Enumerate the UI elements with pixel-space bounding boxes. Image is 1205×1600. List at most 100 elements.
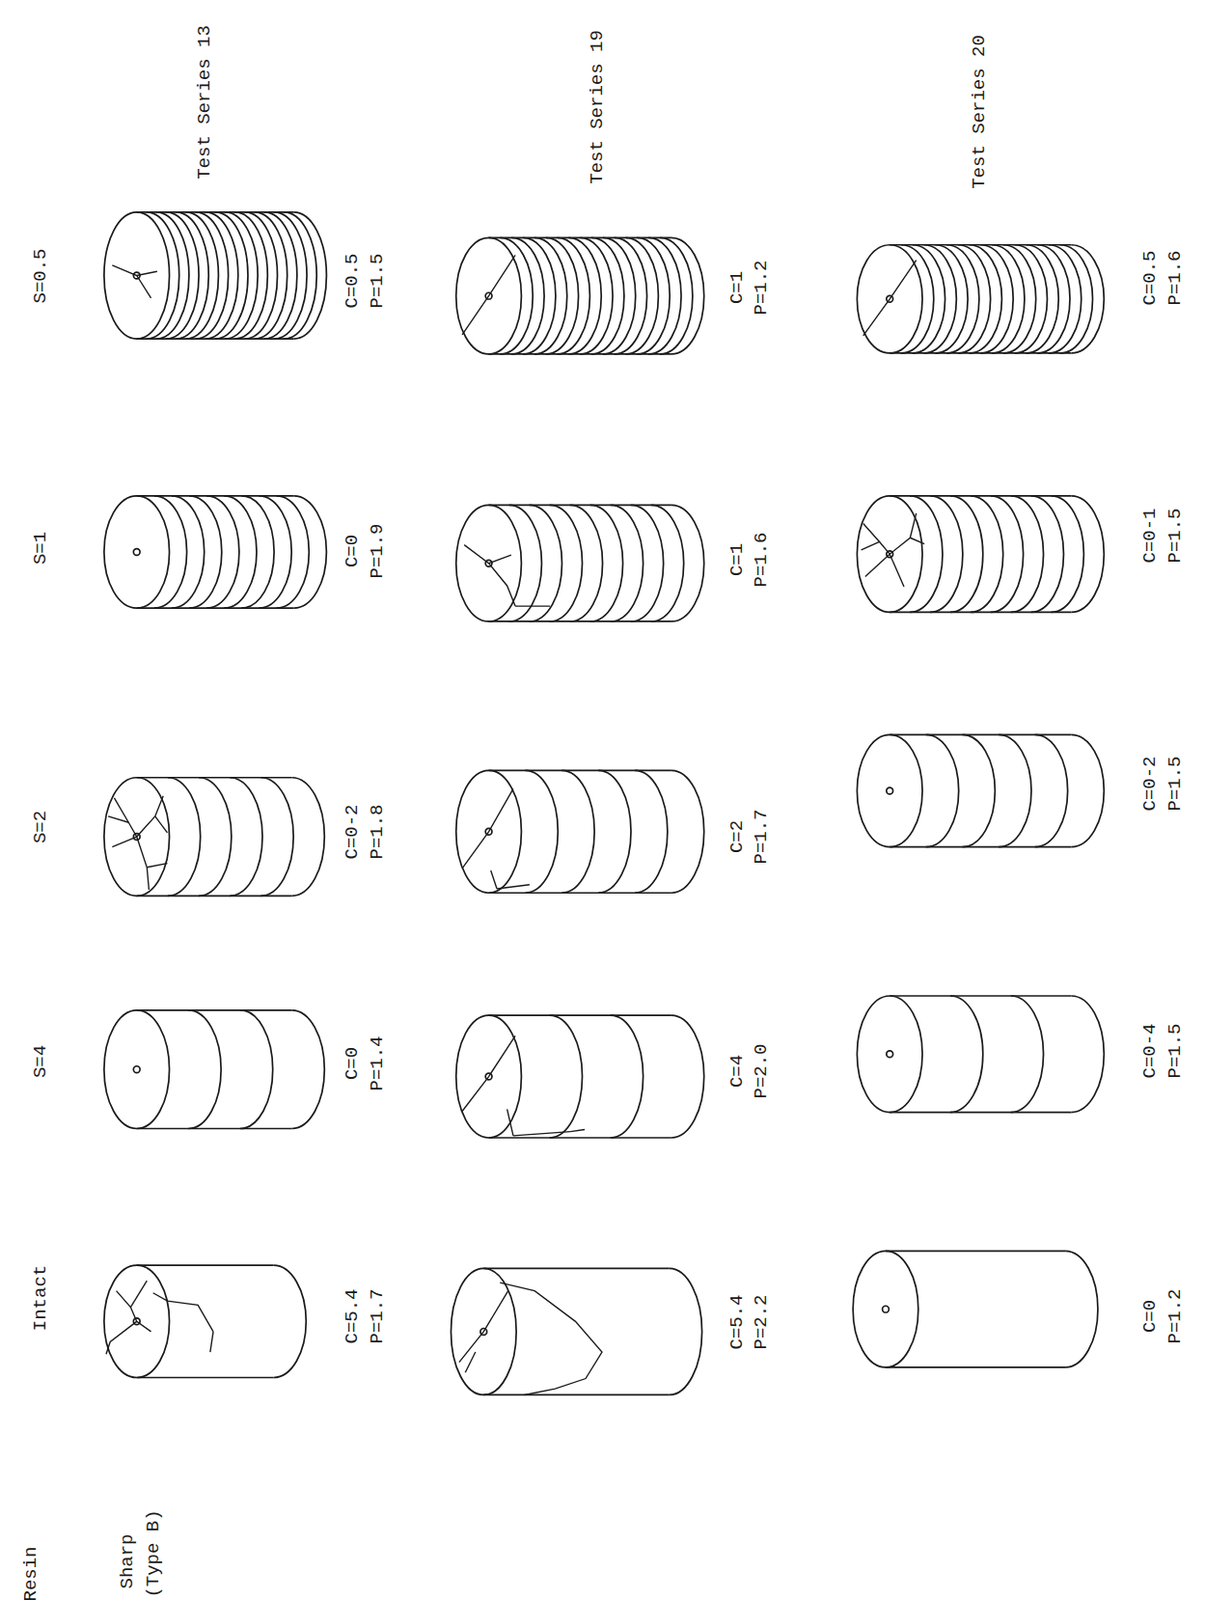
- disc-joint: [557, 237, 591, 355]
- result-value: P=1.5: [1166, 756, 1185, 812]
- cylinder-edge: [136, 1009, 293, 1012]
- disc-joint: [549, 1014, 583, 1138]
- disc-joint: [171, 495, 205, 608]
- cylinder-edge: [136, 895, 293, 898]
- result-value: C=0-2: [1140, 756, 1159, 812]
- result-value: C=5.4: [342, 1288, 361, 1344]
- disc-joint: [258, 495, 292, 608]
- disc-joint: [602, 237, 636, 355]
- fracture-line: [496, 884, 530, 889]
- end-face: [456, 1014, 522, 1138]
- result-value: P=1.6: [751, 531, 770, 587]
- disc-joint: [146, 212, 180, 339]
- fracture-line: [491, 870, 497, 889]
- fracture-line: [155, 816, 168, 833]
- disc-joint: [671, 237, 705, 355]
- cylinder-edge: [885, 1366, 1066, 1369]
- fracture-line: [136, 271, 158, 275]
- result-value: P=1.2: [1166, 1288, 1185, 1344]
- specimen-cylinder: [856, 734, 1104, 847]
- disc-joint: [651, 504, 685, 622]
- disc-joint: [636, 237, 670, 355]
- center-hole: [886, 1050, 894, 1058]
- end-face: [456, 504, 522, 622]
- cylinder-edge: [885, 1250, 1066, 1253]
- fracture-line: [489, 554, 512, 563]
- series-heading: Test Series 20: [970, 35, 989, 191]
- fracture-line: [863, 260, 917, 336]
- disc-joint: [950, 995, 984, 1113]
- fracture-line: [111, 265, 151, 299]
- fracture-line: [507, 1108, 514, 1135]
- cylinder-edge: [489, 891, 672, 894]
- cylinder-edge: [136, 776, 293, 779]
- fracture-line: [863, 513, 917, 554]
- cylinder-edge: [483, 1266, 669, 1269]
- result-value: P=1.2: [751, 260, 770, 316]
- disc-joint: [241, 495, 274, 608]
- result-value: C=0: [342, 534, 361, 568]
- result-value: P=1.4: [368, 1035, 387, 1091]
- cylinder-edge: [889, 733, 1071, 736]
- center-hole: [133, 548, 140, 556]
- disc-joint: [1031, 495, 1065, 613]
- fracture-line: [861, 541, 880, 549]
- result-value: C=5.4: [727, 1293, 746, 1349]
- column-heading: S=0.5: [31, 247, 51, 303]
- end-face: [856, 734, 923, 847]
- fracture-line: [462, 254, 516, 334]
- disc-joint: [524, 769, 558, 893]
- disc-joint: [1035, 734, 1069, 847]
- disc-joint: [648, 237, 682, 355]
- column-heading: (Type B): [143, 1508, 163, 1597]
- result-value: P=1.5: [1166, 508, 1185, 564]
- fracture-line: [210, 1331, 214, 1352]
- disc-joint: [958, 245, 991, 354]
- result-value: C=0.5: [1140, 249, 1159, 305]
- specimen-cylinder: [856, 495, 1104, 613]
- cylinder-edge: [489, 768, 672, 771]
- disc-joint: [1003, 245, 1037, 354]
- end-face: [104, 1010, 170, 1129]
- result-value: C=0: [342, 1046, 361, 1080]
- result-value: C=0-1: [1140, 508, 1159, 564]
- disc-joint: [946, 245, 980, 354]
- disc-joint: [924, 245, 958, 354]
- disc-joint: [950, 495, 984, 613]
- disc-joint: [1070, 995, 1104, 1113]
- specimen-cylinder: [856, 245, 1104, 354]
- disc-joint: [969, 245, 1003, 354]
- end-face: [104, 212, 170, 339]
- disc-joint: [529, 504, 563, 622]
- result-value: P=1.5: [368, 252, 387, 308]
- disc-joint: [610, 504, 644, 622]
- end-face: [450, 1267, 517, 1395]
- disc-joint: [1060, 245, 1094, 354]
- disc-joint: [154, 495, 188, 608]
- fracture-line: [462, 1035, 516, 1111]
- disc-joint: [568, 237, 602, 355]
- result-value: C=4: [727, 1054, 746, 1088]
- disc-joint: [235, 212, 269, 339]
- disc-joint: [188, 1010, 221, 1129]
- fracture-line: [865, 553, 890, 576]
- result-value: C=1: [727, 542, 746, 576]
- disc-joint: [930, 495, 963, 613]
- disc-joint: [598, 769, 631, 893]
- specimen-cylinder: [456, 1014, 705, 1138]
- cylinder-edge: [483, 1394, 669, 1397]
- column-heading: S=4: [31, 1044, 51, 1078]
- disc-joint: [273, 212, 307, 339]
- center-hole: [133, 1066, 140, 1073]
- disc-joint: [962, 734, 996, 847]
- disc-joint: [195, 212, 229, 339]
- end-face: [456, 237, 522, 355]
- specimen-cylinder: [104, 1264, 306, 1377]
- disc-joint: [561, 769, 595, 893]
- disc-joint: [549, 504, 583, 622]
- disc-joint: [926, 734, 959, 847]
- fracture-line: [570, 1129, 585, 1132]
- specimen-cylinder: [104, 212, 328, 339]
- disc-joint: [934, 245, 968, 354]
- fracture-line: [106, 1320, 137, 1354]
